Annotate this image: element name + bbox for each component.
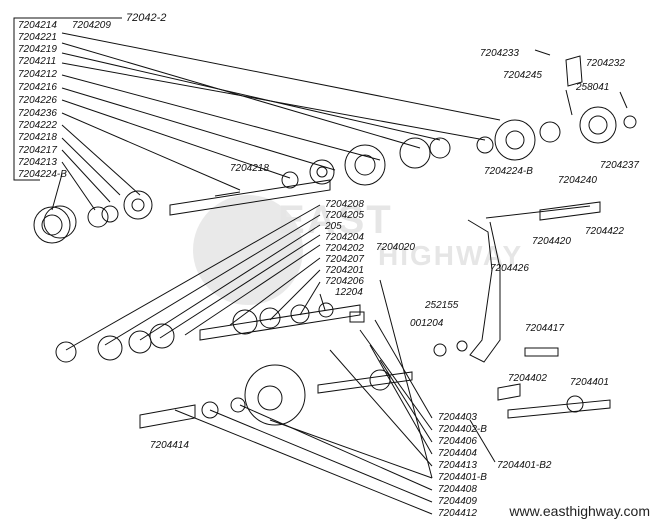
label-bot-9: 7204409 (438, 496, 477, 507)
label-bot-8: 7204408 (438, 484, 477, 495)
label-right-1: 7204420 (532, 236, 571, 247)
label-tr-7: 7204224-B (484, 166, 533, 177)
label-bot-1: 7204414 (150, 440, 189, 451)
label-mid-3: 7204205 (325, 210, 364, 221)
label-tr-4: 258041 (576, 82, 610, 93)
label-bot-4: 7204406 (438, 436, 477, 447)
label-bot-3: 7204402-B (438, 424, 487, 435)
label-left-10: 7204222 (18, 120, 57, 131)
label-bot-7: 7204401-B (438, 472, 487, 483)
label-left-4: 7204219 (18, 44, 57, 55)
label-left-9: 7204236 (18, 108, 57, 119)
label-mid-10: 12204 (335, 287, 363, 298)
label-bot-6: 7204413 (438, 460, 477, 471)
label-mid-5: 7204204 (325, 232, 364, 243)
label-mid-4: 205 (325, 221, 342, 232)
label-bot-11: 7204401-B2 (497, 460, 552, 471)
label-right-4: 252155 (425, 300, 459, 311)
label-left-12: 7204217 (18, 145, 57, 156)
header-code-label: 72042-2 (126, 12, 167, 24)
footer-url: www.easthighway.com (509, 503, 650, 519)
label-tr-2: 7204232 (586, 58, 625, 69)
label-left-8: 7204226 (18, 95, 57, 106)
label-tr-3: 7204245 (503, 70, 542, 81)
label-mid-8: 7204201 (325, 265, 364, 276)
label-left-1: 7204214 (18, 20, 57, 31)
label-mid-1: 7204218 (230, 163, 269, 174)
label-mid-6: 7204202 (325, 243, 364, 254)
label-bot-5: 7204404 (438, 448, 477, 459)
label-left-3: 7204221 (18, 32, 57, 43)
label-bot-2: 7204403 (438, 412, 477, 423)
watermark-globe-icon (193, 195, 303, 305)
label-left-14: 7204224-B (18, 169, 67, 180)
label-tr-6: 7204240 (558, 175, 597, 186)
label-left-6: 7204212 (18, 69, 57, 80)
label-tr-1: 7204233 (480, 48, 519, 59)
label-mid-7: 7204207 (325, 254, 364, 265)
left-bracket-line (13, 17, 122, 181)
label-mid-2: 7204208 (325, 199, 364, 210)
label-right-7: 7204402 (508, 373, 547, 384)
label-left-2: 7204209 (72, 20, 111, 31)
label-left-13: 7204213 (18, 157, 57, 168)
label-tr-5: 7204237 (600, 160, 639, 171)
label-right-6: 7204417 (525, 323, 564, 334)
label-left-11: 7204218 (18, 132, 57, 143)
label-right-3: 7204426 (490, 263, 529, 274)
label-left-5: 7204211 (18, 56, 57, 67)
label-right-2: 7204422 (585, 226, 624, 237)
label-left-7: 7204216 (18, 82, 57, 93)
watermark: EAST HIGHWAY (178, 190, 521, 310)
label-bot-10: 7204412 (438, 508, 477, 519)
label-mid-9: 7204206 (325, 276, 364, 287)
label-right-5: 001204 (410, 318, 444, 329)
watermark-word-top: EAST (278, 198, 393, 242)
label-right-8: 7204401 (570, 377, 609, 388)
label-mid-11: 7204020 (376, 242, 415, 253)
